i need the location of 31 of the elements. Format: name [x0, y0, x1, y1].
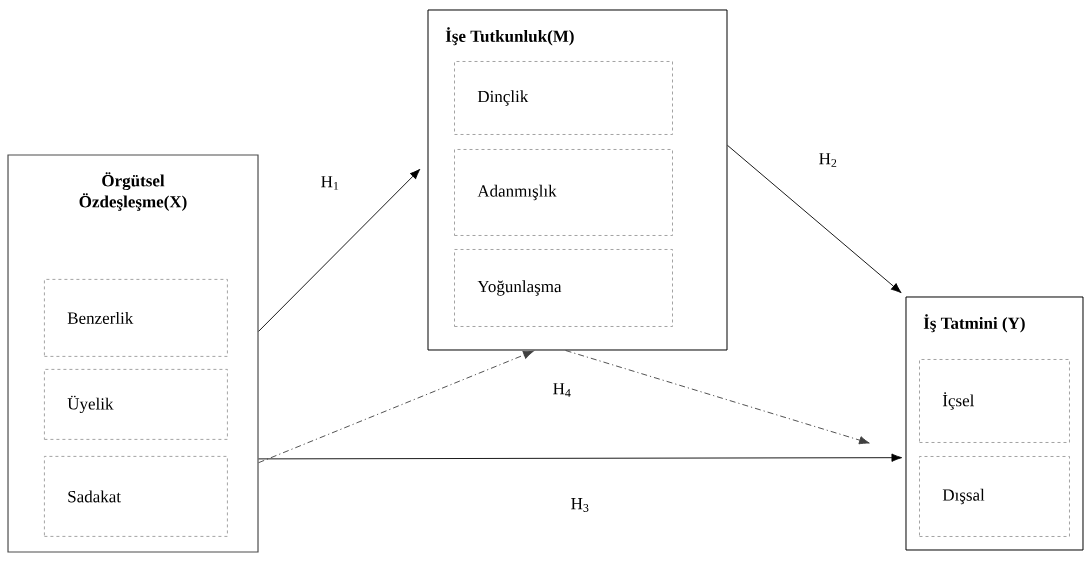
arrow — [258, 453, 903, 462]
item-label: Benzerlik — [67, 311, 134, 324]
item-label: Adanmışlık — [477, 184, 557, 201]
item-label: İçsel — [942, 392, 975, 410]
arrow — [258, 168, 421, 332]
dimension-box — [919, 359, 1070, 443]
dimension-box — [454, 149, 673, 236]
item-label: Dinçlik — [477, 90, 529, 106]
construct-box — [905, 296, 1084, 551]
box-title: Örgütsel Özdeşleşme(X) — [79, 172, 187, 211]
edge-label: H$_{2}$ — [817, 152, 839, 168]
dimension-box — [44, 279, 228, 357]
item-label: Dışsal — [942, 488, 985, 505]
dimension-box — [919, 456, 1070, 537]
edge-label: H$_{4}$ — [551, 382, 573, 398]
edge-label: H$_{1}$ — [319, 175, 341, 191]
dimension-box — [44, 456, 228, 537]
box-title: İşe Tutkunluk(M) — [445, 27, 574, 46]
box-title: İş Tatmini (Y) — [923, 314, 1025, 333]
item-label: Üyelik — [67, 395, 114, 414]
dimension-box — [44, 369, 228, 440]
arrow — [258, 350, 534, 464]
edge-label: H$_{3}$ — [569, 497, 591, 513]
item-label: Yoğunlaşma — [477, 280, 562, 296]
item-label: Sadakat — [68, 490, 121, 503]
dimension-box — [454, 61, 673, 135]
dimension-box — [454, 249, 673, 327]
arrow — [727, 144, 902, 294]
construct-box — [7, 154, 259, 553]
arrow — [565, 350, 870, 445]
construct-box — [427, 9, 728, 351]
